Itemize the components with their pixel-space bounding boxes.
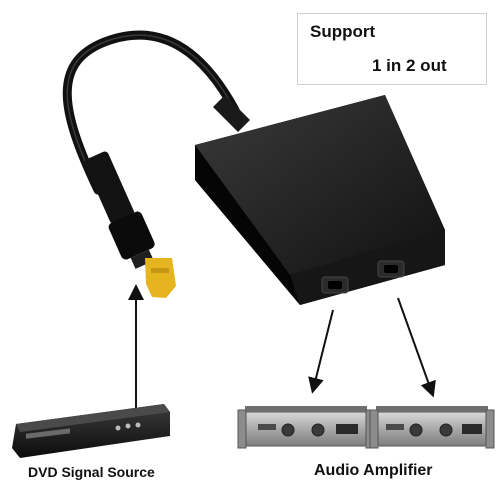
support-callout: Support 1 in 2 out xyxy=(297,13,487,85)
toslink-connector xyxy=(84,151,155,269)
amplifier-right xyxy=(369,406,495,449)
output-arrow-left xyxy=(308,309,334,394)
output-port-2 xyxy=(377,260,405,278)
dvd-player xyxy=(12,404,170,458)
amplifier-left xyxy=(237,406,375,449)
connector-tip xyxy=(145,258,176,298)
dvd-caption: DVD Signal Source xyxy=(28,464,155,480)
amplifier-caption: Audio Amplifier xyxy=(314,462,433,479)
support-title: Support xyxy=(310,22,376,41)
support-spec: 1 in 2 out xyxy=(372,56,447,75)
brand-label: HAUSUN xyxy=(108,124,174,150)
optical-cable xyxy=(62,30,240,195)
output-port-1 xyxy=(321,276,349,294)
output-arrow-right xyxy=(397,297,436,398)
splitter-box xyxy=(195,95,445,305)
splitter-strain-relief xyxy=(213,95,250,132)
